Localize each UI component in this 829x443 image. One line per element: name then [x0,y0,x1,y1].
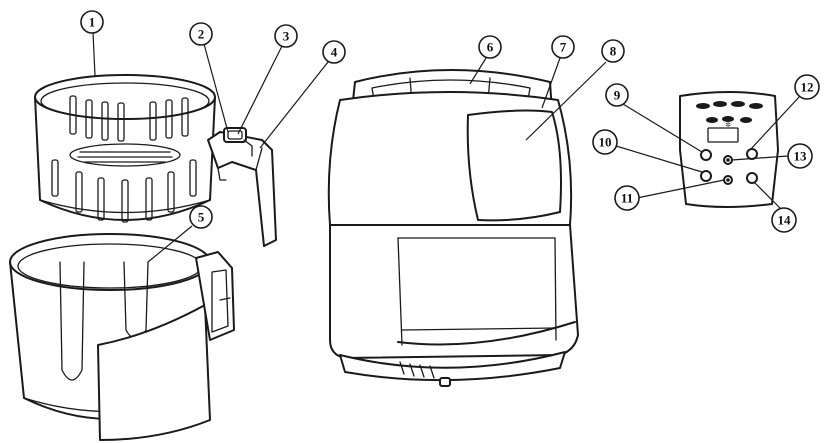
svg-text:6: 6 [487,40,494,55]
callout-9: 9 [605,83,629,107]
callout-4: 4 [322,40,346,64]
callout-7: 7 [551,35,575,59]
callout-14: 14 [771,207,797,233]
svg-text:5: 5 [198,210,205,225]
basket-handle [207,127,277,247]
control-panel-detail: ✲ [679,91,779,208]
svg-text:13: 13 [794,149,808,164]
leader-lines [92,31,801,263]
callout-3: 3 [274,24,298,48]
svg-text:12: 12 [801,80,814,95]
outer-basket [9,233,235,441]
callout-13: 13 [787,143,813,169]
svg-text:7: 7 [560,40,567,55]
svg-text:9: 9 [614,88,621,103]
callout-1: 1 [80,10,104,34]
frying-basket [34,74,216,223]
callout-6: 6 [478,35,502,59]
callout-8: 8 [601,39,625,63]
callout-11: 11 [614,185,640,211]
air-fryer-body [327,69,579,387]
callout-12: 12 [794,74,820,100]
svg-text:10: 10 [599,135,612,150]
svg-text:8: 8 [610,44,617,59]
svg-text:3: 3 [283,29,290,44]
svg-text:4: 4 [331,45,338,60]
svg-text:✲: ✲ [725,121,731,129]
svg-text:2: 2 [198,27,205,42]
callout-5: 5 [189,205,213,229]
callout-10: 10 [592,129,618,155]
svg-text:11: 11 [621,191,633,206]
svg-text:1: 1 [89,15,96,30]
svg-text:14: 14 [778,213,792,228]
callout-2: 2 [189,22,213,46]
